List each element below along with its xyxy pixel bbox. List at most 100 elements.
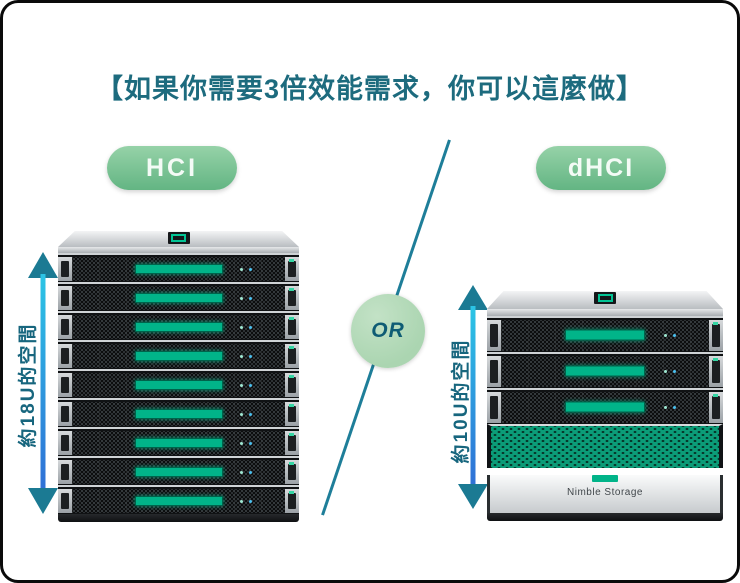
status-led-green (240, 267, 243, 271)
server-ear-left (58, 344, 72, 368)
server-ear-right (285, 286, 299, 310)
server-unit (58, 253, 299, 282)
status-led-blue (249, 325, 252, 329)
status-led-green (240, 441, 243, 445)
server-ear-left (58, 286, 72, 310)
hpe-green-band-icon (565, 329, 645, 341)
hpe-green-band-icon (565, 365, 645, 377)
status-led-green (664, 334, 667, 337)
hpe-logo-icon (167, 232, 190, 244)
server-ear-left (58, 489, 72, 513)
server-ear-right (285, 489, 299, 513)
server-ear-left (58, 431, 72, 455)
dhci-server-stack: Nimble Storage (487, 291, 723, 521)
server-unit (58, 398, 299, 427)
status-led-blue (249, 470, 252, 474)
dhci-height-arrow-icon (458, 285, 488, 509)
hpe-green-band-icon (565, 401, 645, 413)
dhci-space-label: 約10U的空間 (451, 338, 472, 464)
server-ear-right (709, 392, 723, 423)
server-ear-right (285, 431, 299, 455)
hpe-green-band-icon (134, 437, 223, 448)
status-led-blue (249, 441, 252, 445)
server-ear-right (285, 257, 299, 281)
server-ear-right (285, 344, 299, 368)
hpe-green-band-icon (134, 292, 223, 303)
hci-server-units (58, 253, 299, 514)
dhci-server-units (487, 316, 723, 424)
hpe-green-band-icon (134, 379, 223, 390)
server-unit (487, 352, 723, 388)
server-top-lip (487, 309, 723, 316)
nimble-storage-bezel: Nimble Storage (487, 475, 723, 513)
status-led-blue (249, 383, 252, 387)
server-top-cover (58, 231, 299, 253)
status-led-green (240, 470, 243, 474)
server-top-lip (58, 247, 299, 253)
server-ear-left (58, 460, 72, 484)
status-led-green (240, 325, 243, 329)
nimble-storage-label: Nimble Storage (567, 487, 643, 498)
status-led-green (240, 354, 243, 358)
server-unit (58, 485, 299, 514)
dhci-option-badge: dHCI (536, 146, 666, 190)
hci-option-badge: HCI (107, 146, 237, 190)
server-unit (58, 282, 299, 311)
server-ear-right (285, 460, 299, 484)
hpe-green-logo-icon (592, 475, 618, 482)
hci-height-arrow-icon (28, 252, 58, 514)
server-ear-left (58, 402, 72, 426)
server-unit (487, 388, 723, 424)
stack-base (487, 513, 723, 521)
server-unit (58, 340, 299, 369)
server-unit (487, 316, 723, 352)
status-led-green (240, 412, 243, 416)
status-led-blue (673, 334, 676, 337)
hci-option-label: HCI (145, 153, 199, 182)
or-badge: OR (351, 294, 425, 368)
hpe-green-band-icon (134, 321, 223, 332)
status-led-blue (673, 370, 676, 373)
server-unit (58, 456, 299, 485)
server-ear-left (58, 257, 72, 281)
nimble-storage-shelf: Nimble Storage (487, 424, 723, 521)
hci-space-label: 約18U的空間 (18, 322, 39, 448)
page-title: 【如果你需要3倍效能需求，你可以這麼做】 (95, 74, 644, 104)
status-led-green (664, 406, 667, 409)
hpe-green-band-icon (134, 263, 223, 274)
status-led-blue (249, 267, 252, 271)
server-unit (58, 311, 299, 340)
stack-base (58, 514, 299, 522)
server-ear-left (58, 315, 72, 339)
nimble-storage-grille (487, 424, 723, 468)
status-led-blue (249, 296, 252, 300)
hpe-logo-icon (594, 292, 616, 304)
server-ear-right (709, 356, 723, 387)
or-label: OR (371, 319, 405, 342)
server-ear-right (285, 373, 299, 397)
server-ear-left (487, 320, 501, 351)
hpe-green-band-icon (134, 350, 223, 361)
hpe-green-band-icon (134, 466, 223, 477)
server-ear-left (58, 373, 72, 397)
status-led-green (664, 370, 667, 373)
server-ear-left (487, 356, 501, 387)
server-ear-right (285, 315, 299, 339)
status-led-blue (249, 354, 252, 358)
status-led-blue (249, 499, 252, 503)
status-led-blue (673, 406, 676, 409)
server-unit (58, 427, 299, 456)
server-ear-left (487, 392, 501, 423)
dhci-option-label: dHCI (567, 153, 635, 182)
status-led-blue (249, 412, 252, 416)
status-led-green (240, 499, 243, 503)
hpe-green-band-icon (134, 495, 223, 506)
server-top-cover (487, 291, 723, 316)
server-unit (58, 369, 299, 398)
server-ear-right (709, 320, 723, 351)
status-led-green (240, 296, 243, 300)
hpe-green-band-icon (134, 408, 223, 419)
status-led-green (240, 383, 243, 387)
hci-server-stack (58, 231, 299, 522)
